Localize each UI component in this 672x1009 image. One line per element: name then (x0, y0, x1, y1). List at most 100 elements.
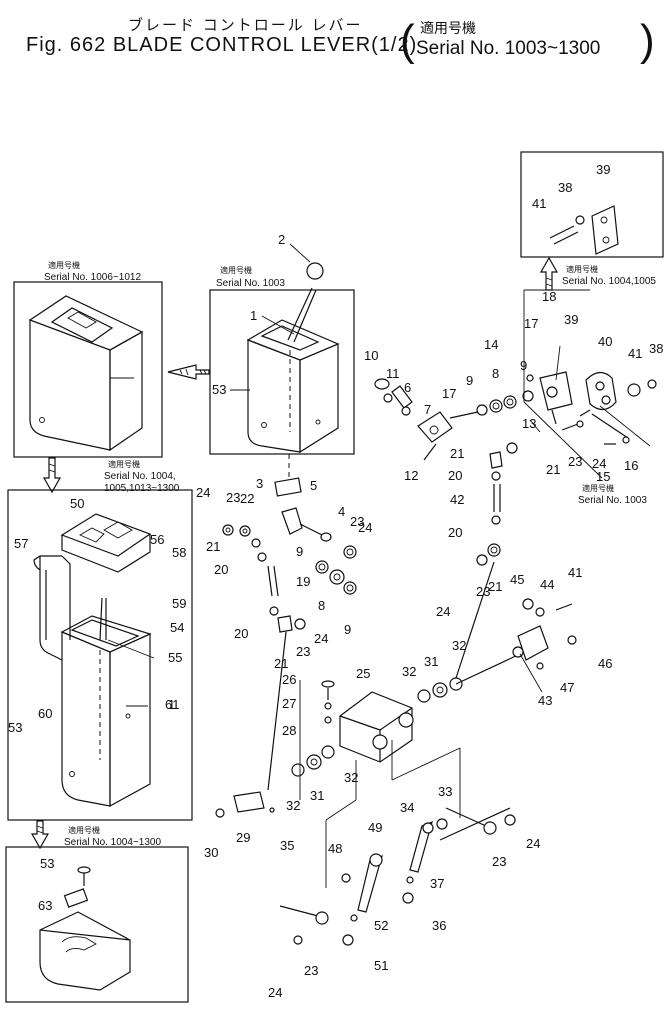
part-callout: 49 (368, 820, 382, 835)
part-callout: 9 (344, 622, 351, 637)
part-callout: 54 (170, 620, 184, 635)
part-callout: 48 (328, 841, 342, 856)
part-callout: 53 (8, 720, 22, 735)
part-callout: 23 (226, 490, 240, 505)
serial-note-jp: 適用号機 (48, 260, 80, 270)
part-callout: 23 (476, 584, 490, 599)
serial-note: Serial No. 1004~1300 (64, 837, 161, 848)
part-callout: 26 (282, 672, 296, 687)
part-callout: 29 (236, 830, 250, 845)
arrow-down-icon (30, 820, 50, 850)
part-callout: 57 (14, 536, 28, 551)
hatched-arrows (30, 256, 559, 850)
part-callout: 27 (282, 696, 296, 711)
part-callout: 58 (172, 545, 186, 560)
inset-frame-1004-1005 (520, 151, 664, 258)
part-callout: 21 (488, 579, 502, 594)
serial-note: 1005,1013~1300 (104, 483, 180, 494)
part-callout: 51 (374, 958, 388, 973)
part-callout: 22 (240, 491, 254, 506)
part-callout: 20 (214, 562, 228, 577)
part-callout: 39 (596, 162, 610, 177)
part-callout: 23 (492, 854, 506, 869)
part-callout: 13 (522, 416, 536, 431)
part-callout: 1 (168, 697, 175, 712)
leader-lines (107, 243, 561, 707)
part-callout: 11 (386, 366, 400, 381)
part-callout: 35 (280, 838, 294, 853)
part-callout: 16 (624, 458, 638, 473)
part-callout: 38 (558, 180, 572, 195)
part-callout: 60 (38, 706, 52, 721)
part-callout: 4 (338, 504, 345, 519)
serial-note-jp: 適用号機 (220, 265, 252, 275)
part-callout: 8 (492, 366, 499, 381)
inset-frame-1006 (13, 281, 163, 458)
part-callout: 38 (649, 341, 663, 356)
part-callout: 24 (314, 631, 328, 646)
part-callout: 18 (542, 289, 556, 304)
console-1004-1300 (33, 513, 152, 808)
inset-frame-1003 (209, 289, 355, 455)
part-callout: 44 (540, 577, 554, 592)
arrow-down-icon (42, 457, 62, 494)
part-callout: 40 (598, 334, 612, 349)
part-callout: 2 (278, 232, 285, 247)
part-callout: 32 (402, 664, 416, 679)
part-callout: 10 (364, 348, 378, 363)
part-callout: 21 (206, 539, 220, 554)
serial-note: Serial No. 1003 (578, 495, 647, 506)
figure-title-japanese: ブレード コントロール レバー (128, 16, 363, 34)
part-callout: 25 (356, 666, 370, 681)
serial-note: Serial No. 1004, (104, 471, 176, 482)
part-callout: 24 (436, 604, 450, 619)
part-callout: 56 (150, 532, 164, 547)
part-callout: 24 (196, 485, 210, 500)
part-callout: 33 (438, 784, 452, 799)
part-callout: 8 (318, 598, 325, 613)
serial-note: Serial No. 1003 (216, 278, 285, 289)
console-1003 (246, 262, 340, 454)
serial-note: Serial No. 1004,1005 (562, 276, 656, 287)
serial-note-jp: 適用号機 (108, 459, 140, 469)
part-callout: 17 (442, 386, 456, 401)
part-callout: 32 (286, 798, 300, 813)
part-callout: 36 (432, 918, 446, 933)
part-callout: 53 (40, 856, 54, 871)
inset-frames (5, 151, 664, 1003)
part-callout: 14 (484, 337, 498, 352)
inset-frame-1004-1300 (7, 489, 193, 821)
part-callout: 20 (448, 468, 462, 483)
part-callout: 23 (350, 514, 364, 529)
part-callout: 41 (568, 565, 582, 580)
console-1006 (28, 295, 144, 452)
part-callout: 28 (282, 723, 296, 738)
part-callout: 42 (450, 492, 464, 507)
part-callout: 20 (234, 626, 248, 641)
part-callout: 31 (310, 788, 324, 803)
part-callout: 37 (430, 876, 444, 891)
part-callout: 31 (424, 654, 438, 669)
part-callout: 1 (250, 308, 257, 323)
part-callout: 15 (596, 469, 610, 484)
serial-notes: 適用号機 Serial No. 1006~1012 適用号機 Serial No… (44, 260, 656, 848)
part-callout: 9 (466, 373, 473, 388)
part-callout: 24 (526, 836, 540, 851)
part-callout: 5 (310, 478, 317, 493)
part-callout: 63 (38, 898, 52, 913)
part-callout: 17 (524, 316, 538, 331)
part-callout: 23 (304, 963, 318, 978)
arrow-left-icon (167, 364, 210, 380)
part-callout: 7 (424, 402, 431, 417)
part-callout: 46 (598, 656, 612, 671)
serial-note-jp: 適用号機 (566, 264, 598, 274)
part-callout: 61 (165, 697, 179, 712)
part-callout: 23 (296, 644, 310, 659)
part-callout: 53 (212, 382, 226, 397)
close-parenthesis: ) (640, 16, 655, 65)
part-callout: 34 (400, 800, 414, 815)
serial-note-jp: 適用号機 (68, 825, 100, 835)
inset-frame-knob-plate (5, 846, 189, 1003)
part-callout: 19 (296, 574, 310, 589)
figure-title: Fig. 662 BLADE CONTROL LEVER(1/2) (26, 34, 418, 56)
